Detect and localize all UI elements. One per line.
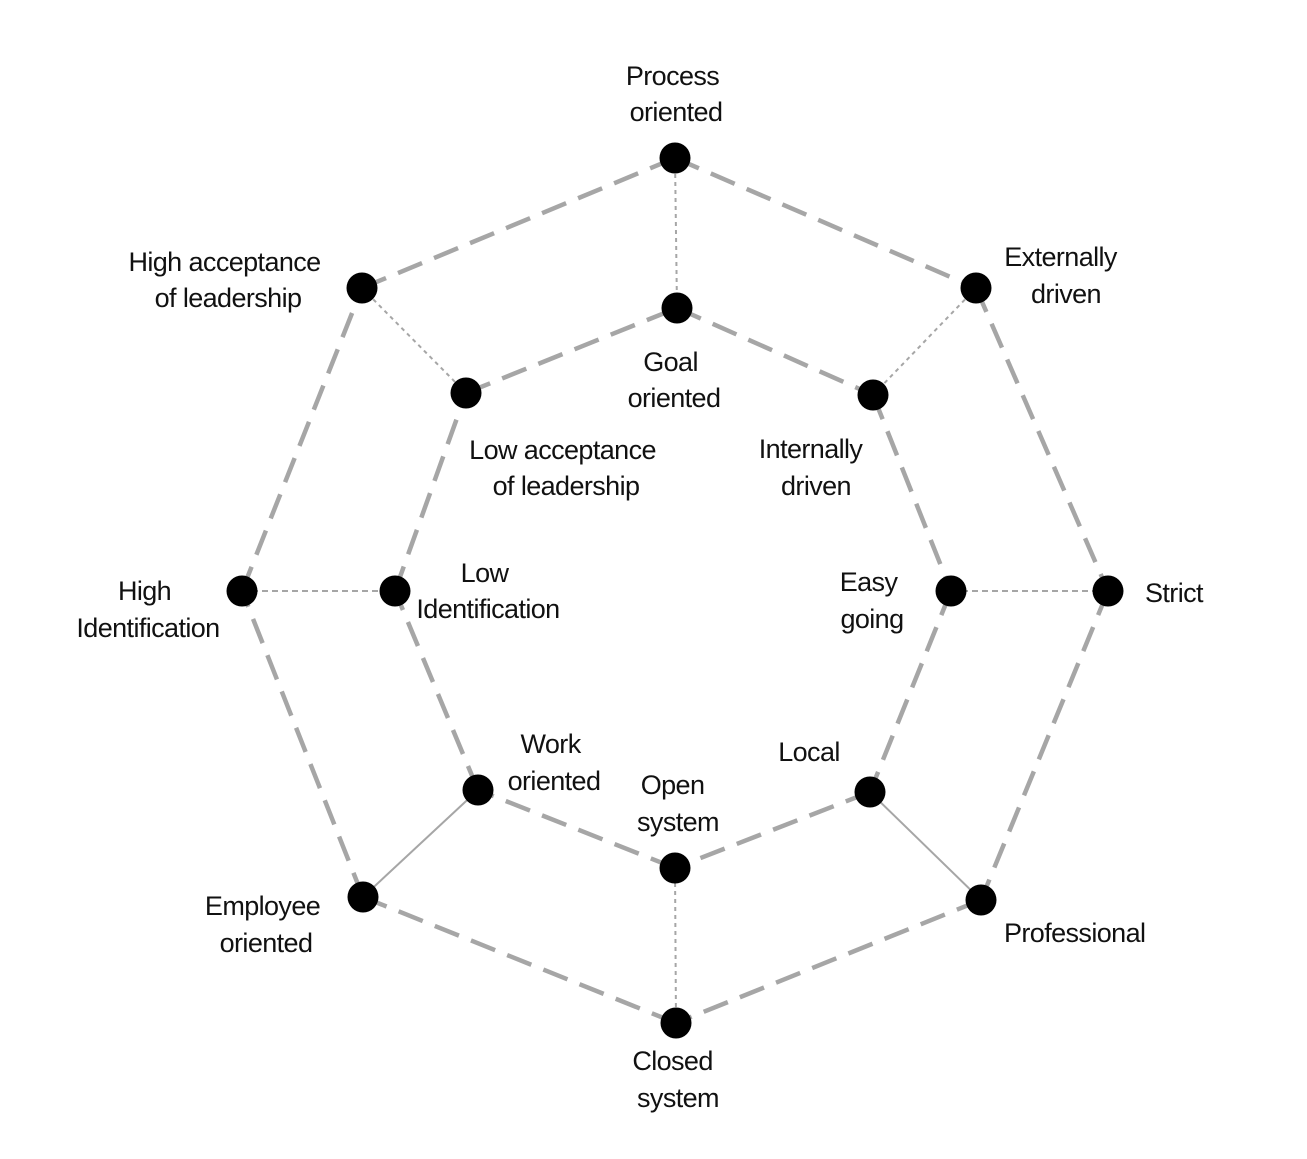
label-line: system: [637, 807, 719, 837]
label-line: oriented: [508, 766, 601, 796]
label-line: of leadership: [155, 283, 302, 313]
inner-node-dot: [450, 377, 482, 409]
label-line: Low acceptance: [469, 435, 656, 465]
nodes: [226, 142, 1124, 1039]
outer-ring-edge: [675, 897, 982, 1026]
label-inner-open-system: Open system: [637, 770, 719, 837]
inner-node-dot: [379, 575, 411, 607]
label-line: going: [840, 604, 903, 634]
outer-node-dot: [346, 272, 378, 304]
label-line: Identification: [76, 613, 219, 643]
label-line: oriented: [220, 928, 313, 958]
label-line: Low: [461, 558, 510, 588]
label-inner-work-oriented: Work oriented: [508, 729, 601, 796]
spoke-line: [362, 789, 479, 898]
label-inner-internally-driven: Internally driven: [759, 434, 869, 501]
outer-node-dot: [965, 884, 997, 916]
label-line: Open: [641, 770, 705, 800]
label-line: Local: [778, 737, 840, 767]
inner-node-dot: [661, 292, 693, 324]
label-line: system: [637, 1083, 719, 1113]
spoke-line: [869, 791, 982, 901]
label-inner-goal-oriented: Goal oriented: [628, 347, 721, 413]
label-inner-local: Local: [778, 737, 840, 767]
inner-ring-edge: [676, 305, 874, 398]
spoke-line: [674, 157, 678, 309]
label-line: Process: [626, 61, 719, 91]
label-line: Internally: [759, 434, 864, 464]
label-inner-low-identification: Low Identification: [416, 558, 559, 624]
inner-ring-edge: [870, 394, 954, 592]
label-outer-process-oriented: Process oriented: [626, 61, 726, 127]
inner-ring-edge: [867, 590, 954, 793]
label-line: Strict: [1145, 578, 1204, 608]
label-outer-professional: Professional: [1004, 918, 1145, 948]
outer-ring-edge: [362, 894, 677, 1026]
label-line: High: [118, 576, 171, 606]
spoke-line: [361, 287, 467, 394]
outer-ring-edge: [361, 155, 676, 291]
spokes: [242, 157, 1108, 1024]
label-outer-closed-system: Closed system: [632, 1046, 719, 1113]
label-line: driven: [1031, 279, 1101, 309]
outer-node-dot: [347, 881, 379, 913]
outer-node-dot: [659, 142, 691, 174]
label-line: driven: [781, 471, 851, 501]
label-line: Employee: [205, 891, 320, 921]
inner-ring-edge: [477, 787, 676, 871]
outer-ring-edge: [978, 590, 1111, 901]
outer-node-dot: [960, 272, 992, 304]
labels: Process oriented Goal oriented Externall…: [76, 61, 1204, 1113]
outer-ring-edge: [239, 287, 365, 592]
inner-ring-edge: [392, 392, 469, 592]
label-line: oriented: [628, 383, 721, 413]
outer-node-dot: [660, 1007, 692, 1039]
label-outer-high-acceptance-of-leadership: High acceptance of leadership: [128, 247, 327, 313]
label-outer-employee-oriented: Employee oriented: [205, 891, 327, 958]
label-outer-strict: Strict: [1145, 578, 1204, 608]
inner-node-dot: [659, 852, 691, 884]
label-line: oriented: [630, 97, 723, 127]
outer-ring: [239, 155, 1111, 1026]
label-line: Goal: [643, 347, 698, 377]
label-line: Easy: [840, 567, 899, 597]
label-line: Identification: [416, 594, 559, 624]
outer-ring-edge: [674, 155, 977, 291]
outer-node-dot: [226, 575, 258, 607]
label-inner-easy-going: Easy going: [840, 567, 905, 634]
inner-node-dot: [857, 379, 889, 411]
label-line: of leadership: [493, 471, 640, 501]
label-line: Work: [520, 729, 581, 759]
outer-node-dot: [1092, 575, 1124, 607]
inner-ring-edge: [392, 590, 481, 791]
inner-node-dot: [935, 575, 967, 607]
label-line: Closed: [632, 1046, 712, 1076]
spoke-line: [872, 287, 977, 396]
spoke-line: [674, 867, 677, 1024]
inner-node-dot: [854, 776, 886, 808]
label-inner-low-acceptance-of-leadership: Low acceptance of leadership: [469, 435, 663, 501]
outer-ring-edge: [973, 287, 1111, 592]
label-line: High acceptance: [128, 247, 320, 277]
outer-ring-edge: [239, 590, 366, 898]
label-outer-high-identification: High Identification: [76, 576, 219, 643]
inner-ring: [392, 305, 954, 871]
label-outer-externally-driven: Externally driven: [1004, 242, 1123, 309]
label-line: Professional: [1004, 918, 1145, 948]
inner-ring-edge: [674, 789, 871, 871]
label-line: Externally: [1004, 242, 1118, 272]
inner-node-dot: [462, 774, 494, 806]
